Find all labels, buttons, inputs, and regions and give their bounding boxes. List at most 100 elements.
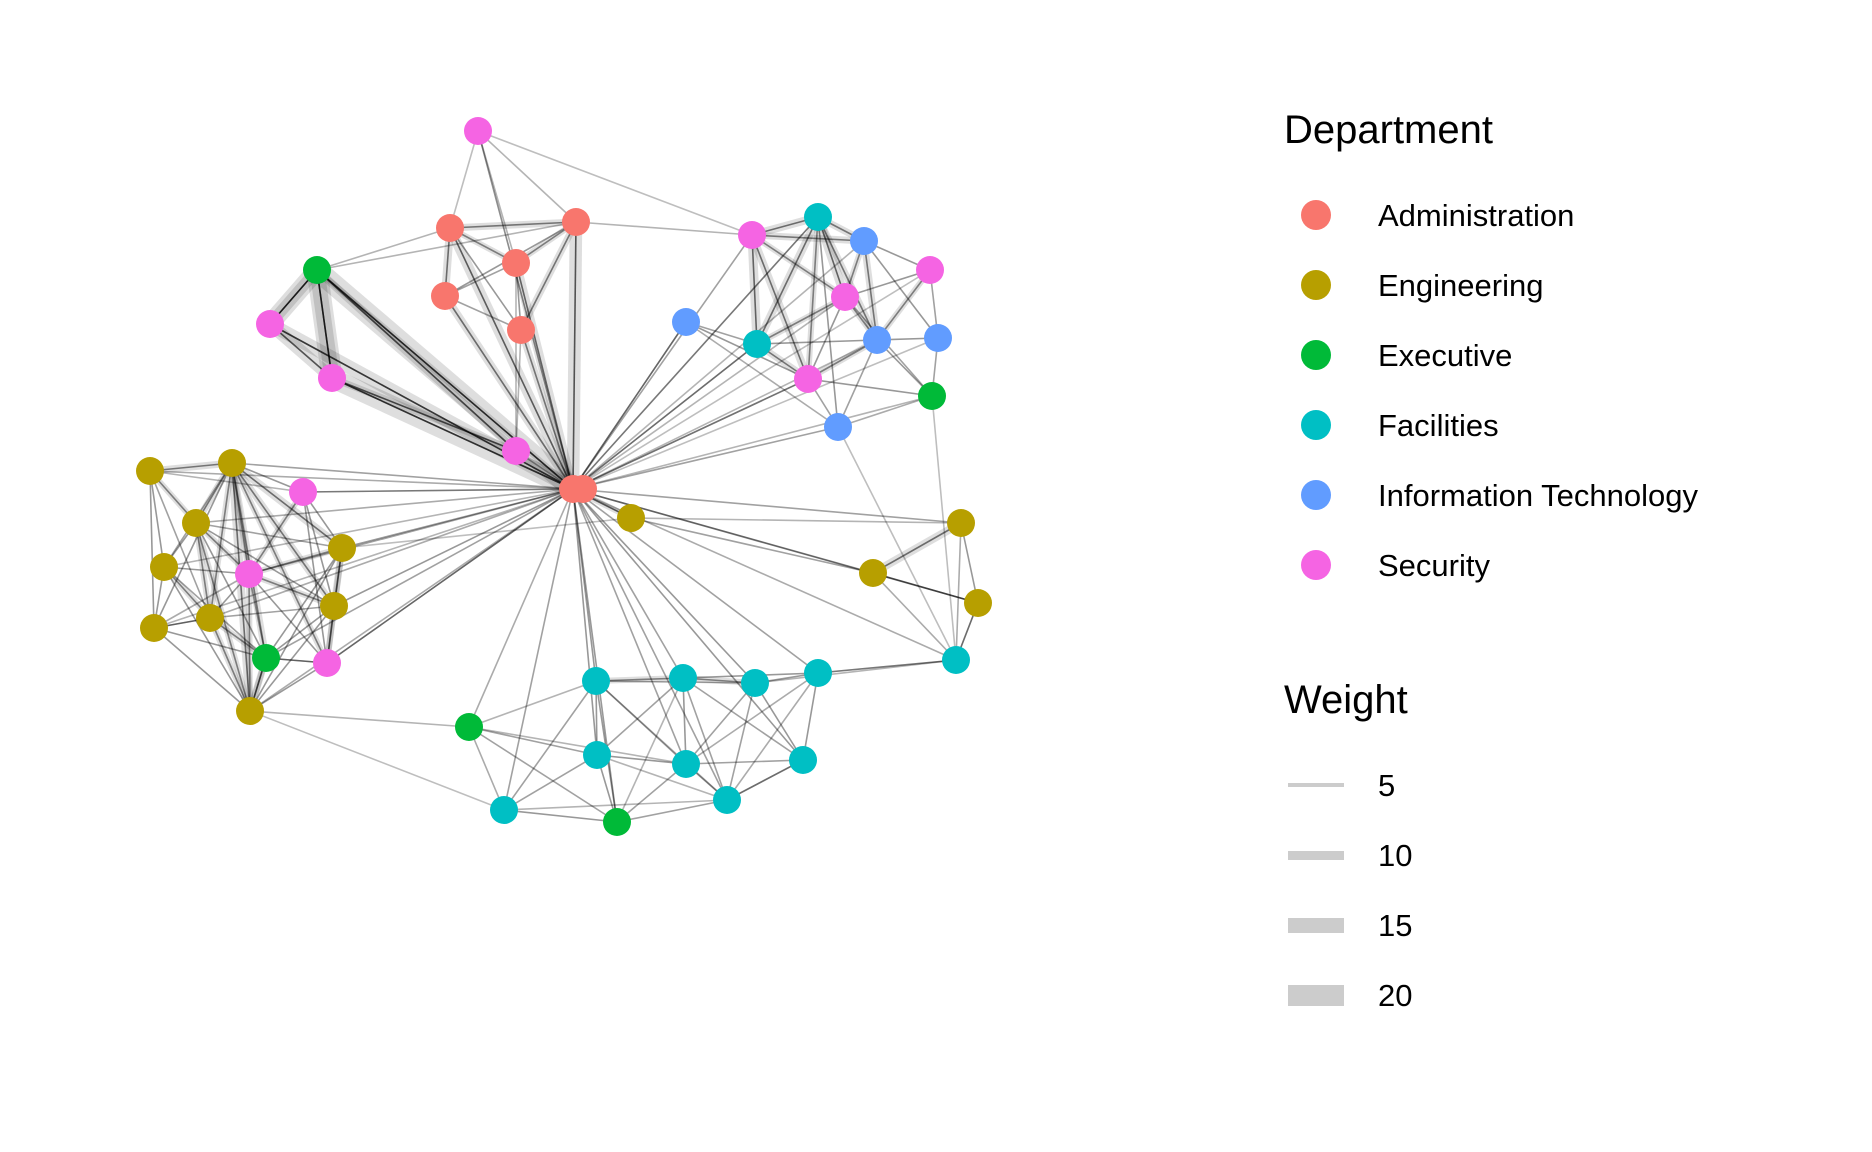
graph-node[interactable] — [328, 534, 356, 562]
graph-edge — [515, 262, 574, 490]
graph-node[interactable] — [582, 667, 610, 695]
graph-edge — [572, 343, 758, 490]
graph-edge — [572, 339, 878, 490]
legend-weight-swatch-wrap — [1284, 850, 1348, 860]
graph-edge — [341, 488, 574, 549]
legend-item-engineering[interactable]: Engineering — [1260, 250, 1872, 320]
legend-weight-item-10[interactable]: 10 — [1260, 820, 1872, 890]
graph-node[interactable] — [318, 364, 346, 392]
graph-node[interactable] — [916, 256, 944, 284]
graph-edge — [682, 677, 687, 765]
graph-edge — [248, 573, 267, 659]
graph-node[interactable] — [236, 697, 264, 725]
graph-node[interactable] — [804, 203, 832, 231]
graph-edge — [149, 470, 211, 619]
graph-edge — [572, 343, 758, 490]
graph-node[interactable] — [182, 509, 210, 537]
legend-weight-swatch-wrap — [1284, 984, 1348, 1006]
graph-node[interactable] — [303, 256, 331, 284]
graph-node[interactable] — [140, 614, 168, 642]
graph-edge — [149, 470, 574, 490]
graph-edge-halo — [315, 267, 575, 492]
legend-weight-item-20[interactable]: 20 — [1260, 960, 1872, 1030]
graph-node[interactable] — [464, 117, 492, 145]
graph-node[interactable] — [136, 457, 164, 485]
graph-node[interactable] — [947, 509, 975, 537]
graph-node[interactable] — [794, 365, 822, 393]
graph-node[interactable] — [252, 644, 280, 672]
graph-node[interactable] — [313, 649, 341, 677]
legend-weight-item-5[interactable]: 5 — [1260, 750, 1872, 820]
legend-item-information-technology[interactable]: Information Technology — [1260, 460, 1872, 530]
graph-node[interactable] — [672, 308, 700, 336]
graph-node[interactable] — [235, 560, 263, 588]
graph-node[interactable] — [918, 382, 946, 410]
legend-weight-label: 5 — [1378, 767, 1396, 803]
graph-edge — [503, 488, 574, 811]
legend-item-executive[interactable]: Executive — [1260, 320, 1872, 390]
graph-edge — [572, 269, 931, 490]
graph-edge — [572, 488, 819, 674]
graph-node[interactable] — [942, 646, 970, 674]
graph-node[interactable] — [850, 227, 878, 255]
graph-node[interactable] — [669, 664, 697, 692]
graph-node[interactable] — [924, 324, 952, 352]
graph-node[interactable] — [490, 796, 518, 824]
graph-node[interactable] — [824, 413, 852, 441]
graph-node[interactable] — [196, 604, 224, 632]
graph-node[interactable] — [863, 326, 891, 354]
graph-node[interactable] — [617, 504, 645, 532]
graph-edge — [468, 726, 618, 823]
graph-edge — [572, 321, 687, 490]
graph-edge — [520, 329, 574, 490]
graph-node[interactable] — [713, 786, 741, 814]
legend-item-facilities[interactable]: Facilities — [1260, 390, 1872, 460]
graph-node[interactable] — [218, 449, 246, 477]
legend-item-security[interactable]: Security — [1260, 530, 1872, 600]
legend-item-label: Information Technology — [1378, 477, 1698, 513]
legend-weight-item-15[interactable]: 15 — [1260, 890, 1872, 960]
graph-edge — [449, 130, 479, 229]
graph-node[interactable] — [804, 659, 832, 687]
graph-node[interactable] — [738, 221, 766, 249]
graph-node[interactable] — [672, 750, 700, 778]
graph-edge-halo — [595, 675, 684, 684]
graph-node[interactable] — [507, 316, 535, 344]
graph-node[interactable] — [831, 283, 859, 311]
graph-edge — [572, 488, 618, 823]
graph-edge — [302, 488, 574, 493]
graph-edge — [685, 759, 804, 765]
graph-edge — [572, 426, 839, 490]
graph-node[interactable] — [320, 592, 348, 620]
graph-edge — [807, 296, 846, 380]
legend-item-administration[interactable]: Administration — [1260, 180, 1872, 250]
graph-node[interactable] — [150, 553, 178, 581]
graph-edge — [503, 809, 618, 823]
graph-node[interactable] — [289, 478, 317, 506]
graph-node[interactable] — [502, 437, 530, 465]
graph-node[interactable] — [562, 208, 590, 236]
graph-edge — [572, 296, 846, 490]
graph-edge — [751, 234, 846, 298]
graph-edge-halo — [247, 571, 336, 609]
graph-node[interactable] — [859, 559, 887, 587]
legend-item-label: Administration — [1378, 197, 1575, 233]
legend-weight-label: 10 — [1378, 837, 1413, 873]
graph-edge — [572, 488, 598, 756]
graph-node[interactable] — [455, 713, 483, 741]
graph-node[interactable] — [256, 310, 284, 338]
graph-node[interactable] — [436, 214, 464, 242]
graph-edge — [756, 296, 846, 345]
graph-node[interactable] — [789, 746, 817, 774]
graph-edge — [316, 269, 333, 379]
graph-node[interactable] — [569, 475, 597, 503]
graph-node[interactable] — [431, 282, 459, 310]
graph-node[interactable] — [583, 741, 611, 769]
graph-node[interactable] — [502, 249, 530, 277]
graph-node[interactable] — [741, 669, 769, 697]
graph-node[interactable] — [964, 589, 992, 617]
graph-edge-halo — [229, 462, 252, 575]
graph-node[interactable] — [603, 808, 631, 836]
graph-node[interactable] — [743, 330, 771, 358]
